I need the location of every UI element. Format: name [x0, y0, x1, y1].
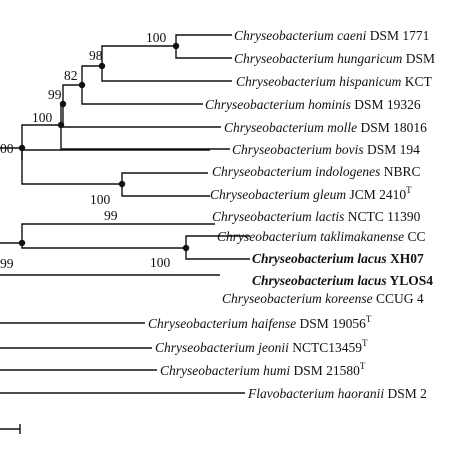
- taxon-label-koreense: Chryseobacterium koreense CCUG 4: [222, 291, 424, 306]
- taxon-label-bovis: Chryseobacterium bovis DSM 194: [232, 142, 420, 157]
- branch-98-clade: [81, 65, 102, 85]
- branch-caeni-hungaricum: [101, 45, 176, 66]
- node-dot: [118, 180, 126, 188]
- bootstrap-value: 00: [0, 141, 14, 156]
- taxon-label-hispanicum: Chryseobacterium hispanicum KCT: [236, 74, 432, 89]
- node-dot: [59, 100, 67, 108]
- node-dot: [172, 42, 180, 50]
- taxon-label-jeonii: Chryseobacterium jeonii NCTC13459T: [155, 338, 368, 355]
- taxon-label-lacus-xh07: Chryseobacterium lacus XH07: [252, 251, 424, 266]
- taxon-label-haifense: Chryseobacterium haifense DSM 19056T: [148, 314, 372, 331]
- branch-taklimakanense: [21, 223, 215, 243]
- branch-gleum: [121, 172, 208, 184]
- taxon-label-lacus-ylos4: Chryseobacterium lacus YLOS4: [252, 273, 433, 288]
- branch-lacus-ylos4: [185, 248, 250, 260]
- bootstrap-value: 100: [150, 255, 171, 270]
- bootstrap-value: 100: [90, 192, 111, 207]
- branch-lactis: [121, 184, 210, 197]
- branch-indologenes: [21, 149, 210, 160]
- bootstrap-value: 100: [32, 110, 53, 125]
- bootstrap-value: 99: [48, 87, 62, 102]
- branch-gleum-lactis: [21, 148, 122, 185]
- branch-lacus-clade: [21, 243, 186, 249]
- branch-caeni: [175, 34, 232, 46]
- branch-hungaricum: [175, 46, 232, 59]
- node-dot: [182, 244, 190, 252]
- taxon-label-humi: Chryseobacterium humi DSM 21580T: [160, 361, 366, 378]
- branch-hominis: [81, 85, 203, 105]
- node-dot: [57, 121, 65, 129]
- scale-bar: [0, 424, 21, 434]
- branch-hispanicum: [101, 66, 232, 82]
- branch-82-clade: [62, 84, 82, 104]
- taxon-label-caeni: Chryseobacterium caeni DSM 1771: [234, 28, 429, 43]
- taxon-label-taklimakanense: Chryseobacterium taklimakanense CC: [217, 229, 425, 244]
- bootstrap-labels: 100 98 82 99 100 00 100 99 99 100: [0, 30, 171, 271]
- bootstrap-value: 98: [89, 48, 103, 63]
- taxon-label-lactis: Chryseobacterium lactis NCTC 11390: [212, 209, 421, 224]
- bootstrap-value: 99: [0, 256, 14, 271]
- taxon-label-hungaricum: Chryseobacterium hungaricum DSM: [234, 51, 435, 66]
- node-dot: [18, 144, 26, 152]
- node-dot: [98, 62, 106, 70]
- taxon-label-molle: Chryseobacterium molle DSM 18016: [224, 120, 427, 135]
- branch-bovis: [60, 125, 230, 150]
- branch-molle: [62, 104, 221, 128]
- taxon-label-hominis: Chryseobacterium hominis DSM 19326: [205, 97, 421, 112]
- branch-upper-clade: [0, 124, 61, 149]
- taxon-label-gleum: Chryseobacterium gleum JCM 2410T: [210, 185, 412, 202]
- node-dot: [78, 81, 86, 89]
- bootstrap-value: 82: [64, 68, 78, 83]
- branch-lacus-xh07: [185, 235, 250, 248]
- bootstrap-value: 99: [104, 208, 118, 223]
- node-dot: [18, 239, 26, 247]
- tree-nodes: [18, 42, 190, 252]
- taxon-labels: Chryseobacterium caeni DSM 1771 Chryseob…: [148, 28, 435, 401]
- taxon-label-haoranii: Flavobacterium haoranii DSM 2: [247, 386, 427, 401]
- bootstrap-value: 100: [146, 30, 167, 45]
- taxon-label-indologenes: Chryseobacterium indologenes NBRC: [212, 164, 421, 179]
